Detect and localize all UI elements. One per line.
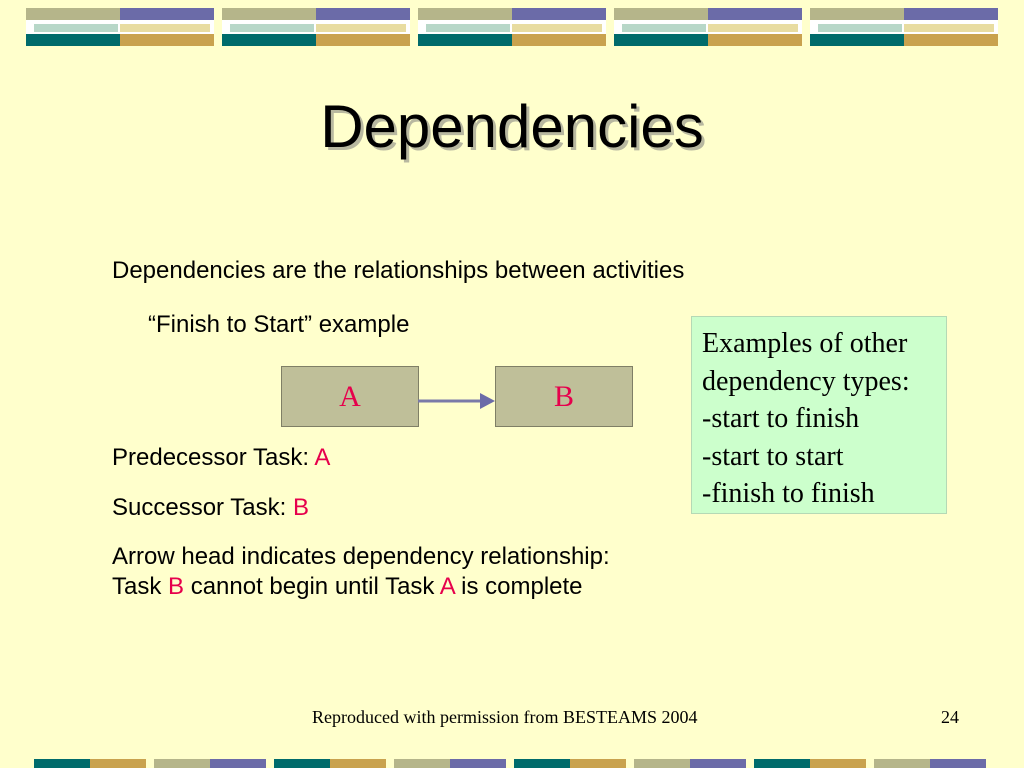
dependency-arrow: [418, 393, 495, 409]
example-label: “Finish to Start” example: [148, 311, 410, 338]
intro-text: Dependencies are the relationships betwe…: [112, 257, 685, 284]
successor-value: B: [292, 494, 309, 521]
top-decorative-band: [0, 0, 1024, 52]
arrow-note-prefix: Task: [112, 573, 169, 600]
successor-line: Successor Task: B: [112, 493, 309, 523]
band-tile: [614, 8, 802, 46]
arrow-note-line1: Arrow head indicates dependency relation…: [112, 543, 610, 570]
band-tile: [222, 8, 410, 46]
arrow-note-suffix: is complete: [454, 573, 583, 600]
arrow-note-middle: cannot begin until Task: [184, 573, 440, 600]
band-tile: [26, 8, 214, 46]
examples-callout: Examples of other dependency types: -sta…: [691, 316, 947, 514]
examples-line: -start to start: [702, 440, 844, 472]
examples-line: -finish to finish: [702, 478, 875, 509]
band-tile: [418, 8, 606, 46]
band-tile: [810, 8, 998, 46]
task-b-box: B: [495, 366, 633, 427]
task-a-box: A: [281, 366, 419, 427]
successor-label: Successor Task:: [112, 494, 293, 521]
arrow-note-line2: Task B cannot begin until Task A is comp…: [112, 572, 583, 602]
task-b-label: B: [553, 379, 574, 413]
arrow-note-task-b: B: [168, 573, 185, 600]
task-a-label: A: [339, 379, 361, 413]
page-number: 24: [941, 707, 959, 727]
examples-line: -start to finish: [702, 403, 860, 434]
slide-title: Dependencies: [320, 93, 704, 160]
bottom-decorative-strip: [0, 759, 1024, 768]
predecessor-line: Predecessor Task: A: [112, 443, 330, 473]
predecessor-value: A: [314, 444, 331, 471]
examples-line: dependency types:: [702, 365, 910, 397]
arrow-note-task-a: A: [439, 573, 455, 600]
examples-line: Examples of other: [702, 328, 908, 359]
footer-credit: Reproduced with permission from BESTEAMS…: [312, 707, 698, 727]
predecessor-label: Predecessor Task:: [112, 444, 315, 471]
